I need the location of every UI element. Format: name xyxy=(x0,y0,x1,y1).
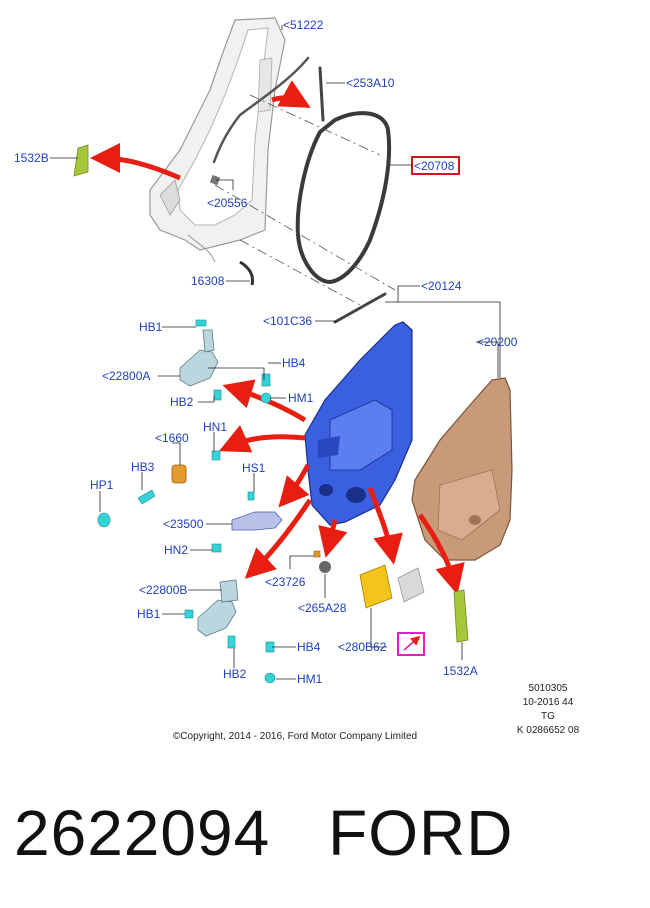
label-HB4-bottom: HB4 xyxy=(297,640,321,654)
label-1532A: 1532A xyxy=(443,664,478,678)
label-HM1-top: HM1 xyxy=(288,391,314,405)
label-20124: <20124 xyxy=(421,279,462,293)
label-101C36: <101C36 xyxy=(263,314,312,328)
seal-51222 xyxy=(212,56,310,164)
label-HB2-top: HB2 xyxy=(170,395,194,409)
hinge-lower-22800B xyxy=(184,579,276,684)
label-20708: <20708 xyxy=(414,159,455,173)
label-HS1: HS1 xyxy=(242,461,266,475)
weatherstrip-20708 xyxy=(295,111,392,285)
check-strap-23500 xyxy=(231,491,283,531)
leader-lines xyxy=(50,25,501,680)
label-HB4-top: HB4 xyxy=(282,356,306,370)
highlight-box-magenta xyxy=(397,632,425,656)
label-20200: <20200 xyxy=(477,335,518,349)
sheet-grey xyxy=(397,567,425,603)
bolt-HN1 xyxy=(211,450,221,461)
label-20556: <20556 xyxy=(207,196,248,210)
alignment-lines xyxy=(214,94,396,306)
label-51222: <51222 xyxy=(283,18,324,32)
label-1660: <1660 xyxy=(155,431,189,445)
clip-23726 xyxy=(313,550,321,558)
door-shell-20200 xyxy=(411,377,513,561)
label-HB3: HB3 xyxy=(131,460,155,474)
strip-253A10 xyxy=(318,66,325,122)
plug-265A28 xyxy=(319,561,331,573)
footer-caption: 2622094 FORD xyxy=(14,796,513,870)
label-23726: <23726 xyxy=(265,575,306,589)
label-HP1: HP1 xyxy=(90,478,114,492)
label-265A28: <265A28 xyxy=(298,601,347,615)
label-23500: <23500 xyxy=(163,517,204,531)
body-side-frame xyxy=(149,17,286,263)
bolt-HB3 xyxy=(137,489,156,505)
stopper-1660 xyxy=(171,464,187,484)
strip-101C36 xyxy=(333,292,387,324)
trim-1532B xyxy=(73,144,89,177)
label-16308: 16308 xyxy=(191,274,225,288)
clip-20556 xyxy=(209,174,221,186)
label-1532B: 1532B xyxy=(14,151,49,165)
label-HN2: HN2 xyxy=(164,543,188,557)
label-HB2-bottom: HB2 xyxy=(223,667,247,681)
copyright-notice: ©Copyright, 2014 - 2016, Ford Motor Comp… xyxy=(172,731,418,742)
red-arrows xyxy=(90,80,465,595)
label-22800A: <22800A xyxy=(102,369,150,383)
label-HB1-top: HB1 xyxy=(139,320,163,334)
label-HM1-bottom: HM1 xyxy=(297,672,323,686)
seal-16308 xyxy=(239,260,254,286)
part-number: 2622094 xyxy=(14,797,271,869)
highlight-box-20708 xyxy=(411,156,460,175)
drawing-reference: K 0286652 08 xyxy=(516,725,580,736)
label-280B62: <280B62 xyxy=(338,640,387,654)
label-22800B: <22800B xyxy=(139,583,187,597)
exploded-parts-diagram: <51222 <253A10 1532B <20708 <20556 16308… xyxy=(14,17,518,686)
label-HB1-bottom: HB1 xyxy=(137,607,161,621)
drawing-code: 5010305 xyxy=(528,683,568,694)
trim-1532A xyxy=(453,589,469,643)
label-253A10: <253A10 xyxy=(346,76,395,90)
drawing-reference-block: 5010305 10-2016 44 TG K 0286652 08 xyxy=(488,682,608,738)
plug-HP1 xyxy=(97,512,111,528)
pad-280B62 xyxy=(359,564,393,609)
hinge-upper-22800A xyxy=(179,319,272,404)
label-HN1: HN1 xyxy=(203,420,227,434)
door-inner-panel-20124 xyxy=(304,321,413,526)
part-labels: <51222 <253A10 1532B <20708 <20556 16308… xyxy=(14,18,518,686)
nut-HN2 xyxy=(211,543,222,553)
drawing-tag: TG xyxy=(541,711,555,722)
brand-name: FORD xyxy=(328,797,514,869)
drawing-date: 10-2016 44 xyxy=(522,697,574,708)
